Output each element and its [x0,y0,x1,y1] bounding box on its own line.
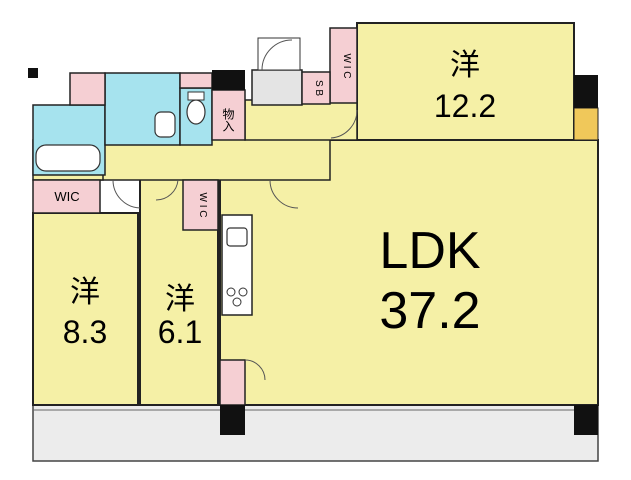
wall-column [212,70,245,90]
closet-wic-left-label: WIC [54,189,79,204]
closet-wic-top [329,27,358,104]
room-ldk-name: LDK [379,222,480,280]
room-western-ne-name: 洋 [450,48,480,83]
wall-column [574,75,598,108]
wall-column [28,68,38,78]
closet-storage [211,89,246,141]
room-ldk-size: 37.2 [379,282,480,340]
stove-burner-icon [232,297,242,307]
toilet-tank-icon [187,91,205,101]
wall-column [574,405,598,435]
entry-corridor [244,99,358,141]
room-ldk [219,139,599,406]
bathtub-icon [35,144,101,172]
sink-icon [226,227,248,247]
closet-storage-label: 物入 [221,108,235,132]
wall-column [220,405,245,435]
closet-wic-top-label: W I C [341,54,352,79]
toilet-icon [186,99,206,125]
room-western-sw-name: 洋 [70,275,100,310]
corner-accent [573,107,599,141]
room-western-s-name: 洋 [165,282,195,317]
closet-wic-left [32,179,101,214]
wash-basin-icon [154,111,176,138]
closet-top-left [69,72,106,106]
room-western-ne-size: 12.2 [434,88,496,124]
closet-top-mid [179,72,213,89]
closet-wic-small [182,179,219,231]
closet-sb-label: S B [313,80,324,96]
balcony [32,404,599,462]
closet-sb [301,71,331,105]
stove-burner-icon [226,287,236,297]
entrance [251,69,303,106]
room-western-sw-size: 8.3 [63,314,107,350]
room-western-s-size: 6.1 [158,314,202,350]
closet-ldk-bottom [219,359,246,406]
stove-burner-icon [238,287,248,297]
closet-wic-small-label: W I C [197,193,208,218]
